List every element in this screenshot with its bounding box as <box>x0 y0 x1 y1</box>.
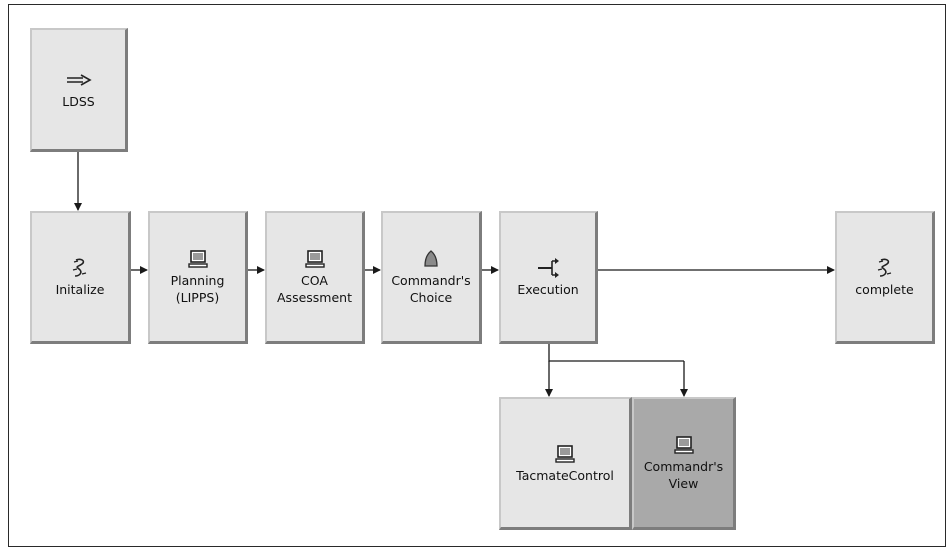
node-commanders-choice[interactable]: Commandr's Choice <box>381 211 482 344</box>
node-label: COA Assessment <box>277 273 352 305</box>
computer-icon <box>555 444 575 463</box>
node-label: Commandr's View <box>643 459 724 491</box>
node-label: Commandr's Choice <box>391 273 471 305</box>
node-execution[interactable]: Execution <box>499 211 598 344</box>
node-planning[interactable]: Planning (LIPPS) <box>148 211 248 344</box>
node-label: Planning (LIPPS) <box>170 273 225 305</box>
node-label: LDSS <box>62 94 95 109</box>
node-commanders-view[interactable]: Commandr's View <box>632 397 736 530</box>
node-tacmate-control[interactable]: TacmateControl <box>499 397 632 530</box>
node-label: Initalize <box>55 281 105 297</box>
script-icon <box>877 258 891 277</box>
person-icon <box>424 250 438 267</box>
arrow-right-icon <box>66 74 92 86</box>
node-label: TacmateControl <box>516 467 614 483</box>
branch-arrow-icon <box>538 257 559 278</box>
node-label: Execution <box>517 281 579 297</box>
node-initalize[interactable]: Initalize <box>30 211 131 344</box>
node-label: complete <box>855 281 914 297</box>
script-icon <box>72 258 87 277</box>
node-ldss[interactable]: LDSS <box>30 28 128 152</box>
node-coa-assessment[interactable]: COA Assessment <box>265 211 365 344</box>
computer-icon <box>673 436 694 454</box>
node-complete[interactable]: complete <box>835 211 935 344</box>
connector-execution-split <box>548 344 684 362</box>
computer-icon <box>304 250 325 268</box>
computer-icon <box>187 250 208 268</box>
